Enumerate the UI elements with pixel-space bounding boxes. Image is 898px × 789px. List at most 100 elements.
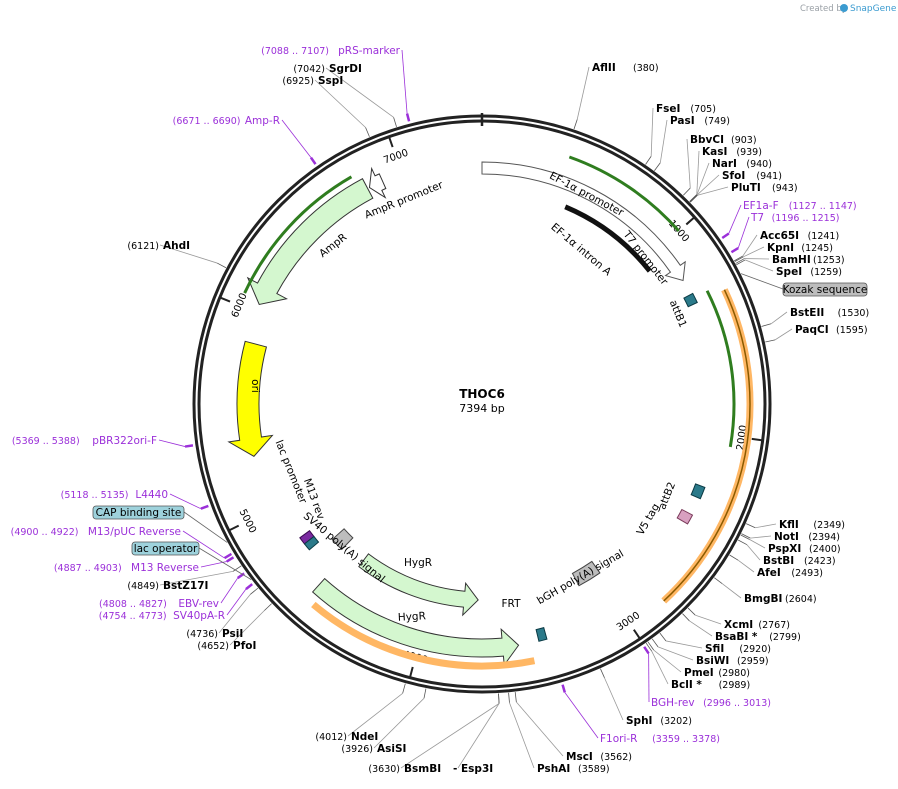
enzyme-leader-stub-xcmi (688, 608, 695, 615)
enzyme-name-bamhi: BamHI (772, 254, 811, 266)
primer-leader-ebv-rev (221, 578, 238, 603)
primer-range-bgh-rev: (2996 .. 3013) (703, 698, 771, 709)
primer-name-f1ori-r: F1ori-R (600, 733, 637, 745)
enzyme-pos-kasi: (939) (736, 147, 762, 158)
primer-name-bgh-rev: BGH-rev (651, 697, 695, 709)
primer-mark-ef1a-f (722, 233, 729, 238)
enzyme-pos-bcli: (2989) (719, 680, 751, 691)
enzyme-leader-kfli (755, 524, 776, 528)
enzyme-name-spei: SpeI (776, 266, 802, 278)
enzyme-pos-noti: (2394) (808, 532, 840, 543)
enzyme-name-noti: NotI (774, 531, 799, 543)
primer-mark-prs-marker (407, 114, 409, 122)
primer-range-prs-marker: (7088 .. 7107) (261, 46, 329, 57)
primer-name-l4440: L4440 (135, 489, 168, 501)
enzyme-name-bsiwi: BsiWI (696, 655, 729, 667)
enzyme-leader-pasi (660, 120, 667, 163)
enzyme-pos-sfoi: (941) (756, 171, 782, 182)
enzyme-leader-stub-pasi (654, 163, 660, 171)
primer-leader-prs-marker (402, 50, 407, 114)
attb1-site (684, 293, 697, 306)
primer-range-f1ori-r: (3359 .. 3378) (652, 734, 720, 745)
primer-name-m13-reverse: M13 Reverse (131, 562, 199, 574)
enzyme-pos-kfli: (2349) (813, 520, 845, 531)
enzyme-leader-stub-bstz17i (233, 566, 241, 572)
enzyme-pos-bstbi: (2423) (804, 556, 836, 567)
plasmid-length: 7394 bp (459, 402, 504, 415)
feature-label-hygr-9: HygR (398, 610, 427, 623)
enzyme-name-xcmi: XcmI (724, 619, 753, 631)
enzyme-pos-asisi: (3926) (341, 744, 373, 755)
tick-mark-1000 (686, 217, 694, 224)
enzyme-name-bmgbi: BmgBI (744, 593, 782, 605)
enzyme-leader-xcmi (695, 615, 721, 624)
enzyme-name-pshai: PshAI (537, 763, 570, 775)
enzyme-name-fsei: FseI (656, 103, 680, 115)
enzyme-leader-bcli (652, 651, 668, 684)
primer-range-t7: (1196 .. 1215) (772, 213, 840, 224)
primer-mark-bgh-rev (644, 647, 648, 654)
enzyme-pos-psii: (4736) (186, 629, 218, 640)
enzyme-name-bsmbi: BsmBI (404, 763, 441, 775)
ampr-promoter-arrow (369, 169, 385, 198)
enzyme-leader-stub-fsei (646, 156, 652, 164)
enzyme-name-sfoi: SfoI (722, 170, 745, 182)
tick-mark-2000 (752, 439, 763, 440)
primer-leader-amp-r (282, 120, 311, 158)
tick-label-7000: 7000 (382, 148, 410, 167)
enzyme-pos-pluti: (943) (772, 183, 798, 194)
enzyme-name-bstbi: BstBI (763, 555, 794, 567)
brand-created-by: Created by (800, 4, 847, 14)
feature-label-lac-promoter-12: lac promoter (273, 438, 310, 505)
box-label-cap-binding-site: CAP binding site (96, 507, 182, 519)
enzyme-name-bsteii: BstEII (790, 307, 824, 319)
primer-range-ebv-rev: (4808 .. 4827) (99, 599, 167, 610)
tick-mark-6000 (220, 297, 230, 301)
enzyme-pos-bsmbi: (3630) (368, 764, 400, 775)
enzyme-leader-bmgbi (722, 584, 741, 598)
enzyme-leader-stub-esp3i (499, 694, 500, 704)
tick-mark-4000 (410, 667, 413, 678)
enzyme-leader-pspxi (750, 540, 765, 548)
enzyme-leader-stub-pluti (690, 195, 697, 202)
enzyme-leader-kasi (697, 151, 699, 195)
enzyme-pos-sspi: (6925) (282, 76, 314, 87)
enzyme-name-pspxi: PspXI (768, 543, 801, 555)
enzyme-name-kpni: KpnI (767, 242, 794, 254)
enzyme-leader-pluti (697, 187, 728, 195)
enzyme-pos-sphi: (3202) (660, 716, 692, 727)
primer-name-ef1a-f: EF1a-F (743, 200, 779, 212)
enzyme-pos-sgrdi: (7042) (293, 64, 325, 75)
attb2-site (691, 484, 705, 499)
enzyme-leader-stub-bstbi (738, 540, 747, 545)
plasmid-name: THOC6 (459, 387, 505, 401)
enzyme-name-kasi: KasI (702, 146, 727, 158)
primer-range-m13-reverse: (4887 .. 4903) (54, 563, 122, 574)
enzyme-leader-spei (745, 260, 773, 271)
feature-label-attb1-3: attB1 (667, 298, 689, 329)
enzyme-leader-fsei (651, 108, 653, 156)
enzyme-leader-pmei (654, 650, 681, 672)
primer-mark-amp-r (311, 158, 316, 165)
enzyme-pos-sfii: (2920) (739, 644, 771, 655)
enzyme-leader-stub-sphi (600, 669, 604, 678)
enzyme-leader-bsmbi (401, 704, 499, 768)
box-label-lac-operator: lac operator (134, 543, 198, 555)
enzyme-name-bbvci: BbvCI (690, 134, 724, 146)
enzyme-pos-fsei: (705) (690, 104, 716, 115)
enzyme-pos-pspxi: (2400) (809, 544, 841, 555)
enzyme-pos-ndei: (4012) (315, 732, 347, 743)
enzyme-pos-bsiwi: (2959) (737, 656, 769, 667)
enzyme-name-aflii: AflII (592, 62, 616, 74)
enzyme-pos-pshai: (3589) (578, 764, 610, 775)
enzyme-pos-aflii: (380) (633, 63, 659, 74)
tick-label-6000: 6000 (230, 292, 250, 320)
primer-leader-f1ori-r (565, 692, 598, 738)
primer-mark-l4440 (201, 506, 208, 509)
enzyme-name-sspi: SspI (318, 75, 343, 87)
feature-label-frt-7: FRT (502, 598, 522, 610)
enzyme-pos-pasi: (749) (704, 116, 730, 127)
enzyme-leader-stub-pmei (648, 642, 654, 650)
